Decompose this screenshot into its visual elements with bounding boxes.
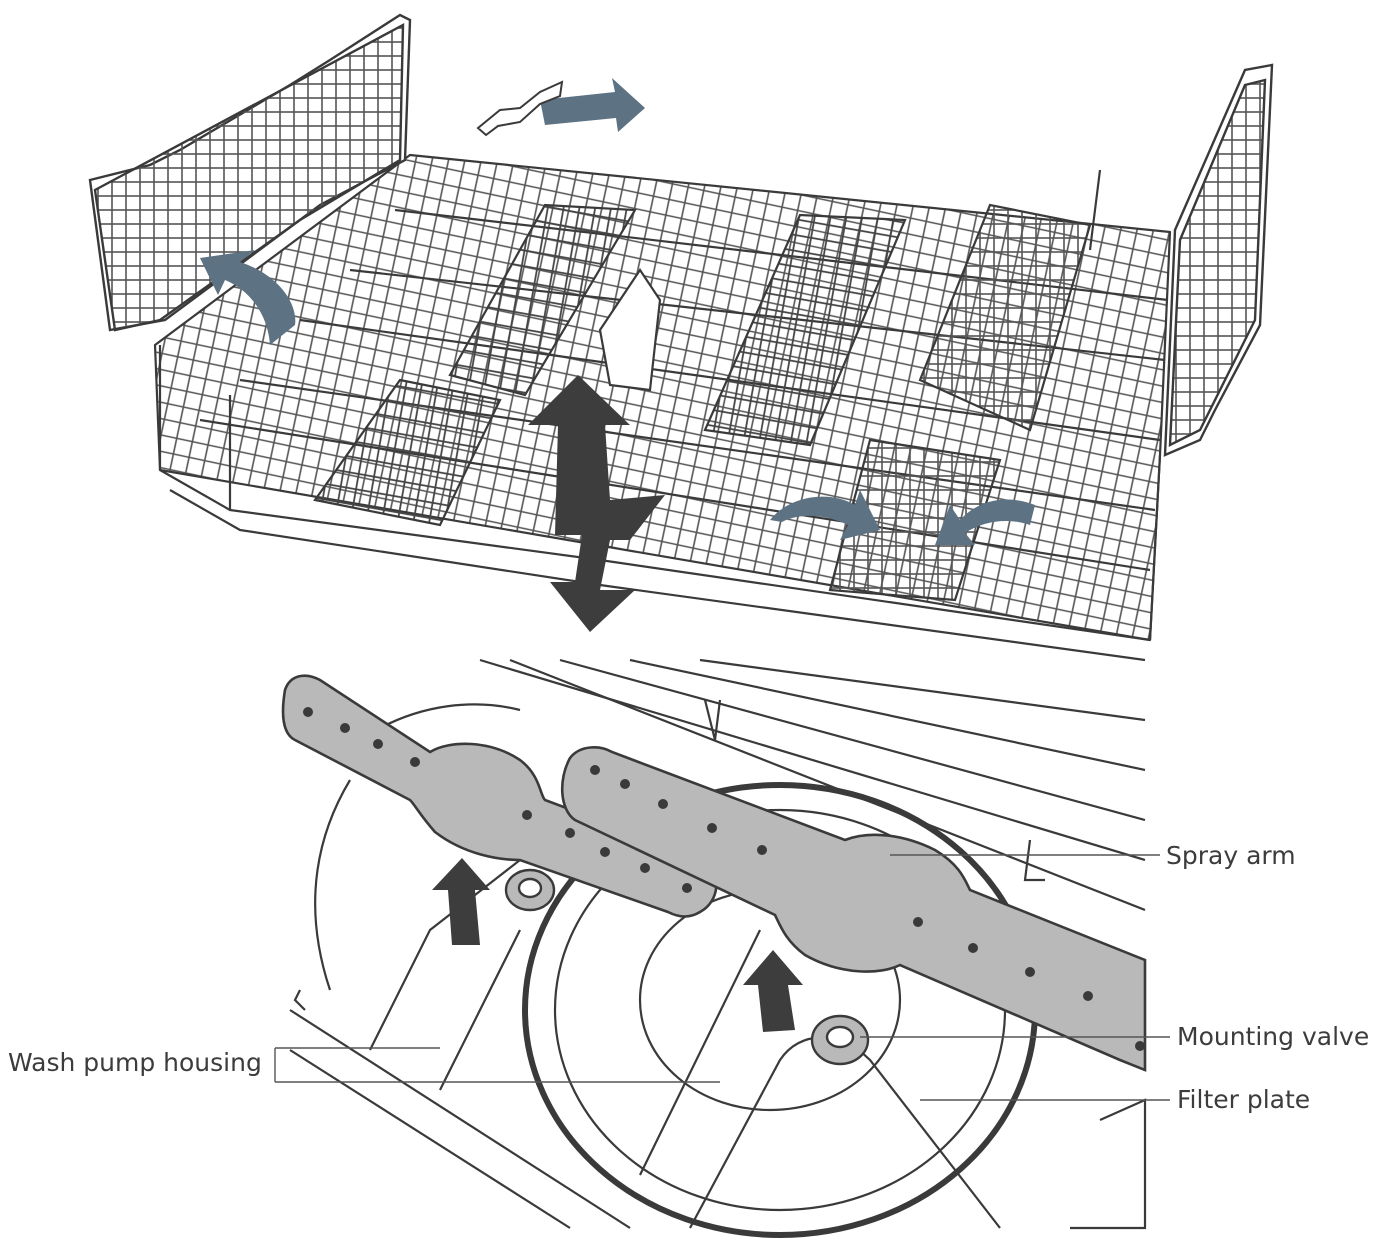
left-fold-tines [88, 13, 412, 332]
spray-arm-detail [289, 658, 1147, 1238]
mounting-valve-label: Mounting valve [1177, 1022, 1370, 1051]
leader-lines [274, 854, 1170, 1101]
right-fold-tines [1163, 63, 1274, 457]
filter-plate-label: Filter plate [1177, 1085, 1311, 1114]
lift-arrow-icon [432, 858, 803, 1032]
spray-arm-label: Spray arm [1166, 841, 1296, 870]
mounting-valve [504, 868, 870, 1066]
wash-pump-housing-label: Wash pump housing [8, 1048, 262, 1077]
height-adjust-arrow-icon [528, 375, 665, 632]
spray-arm-holes [303, 707, 1145, 1051]
fold-arrow-icon [200, 250, 1035, 545]
slide-arrow-icon [476, 78, 645, 137]
cup-shelves [313, 203, 1092, 602]
